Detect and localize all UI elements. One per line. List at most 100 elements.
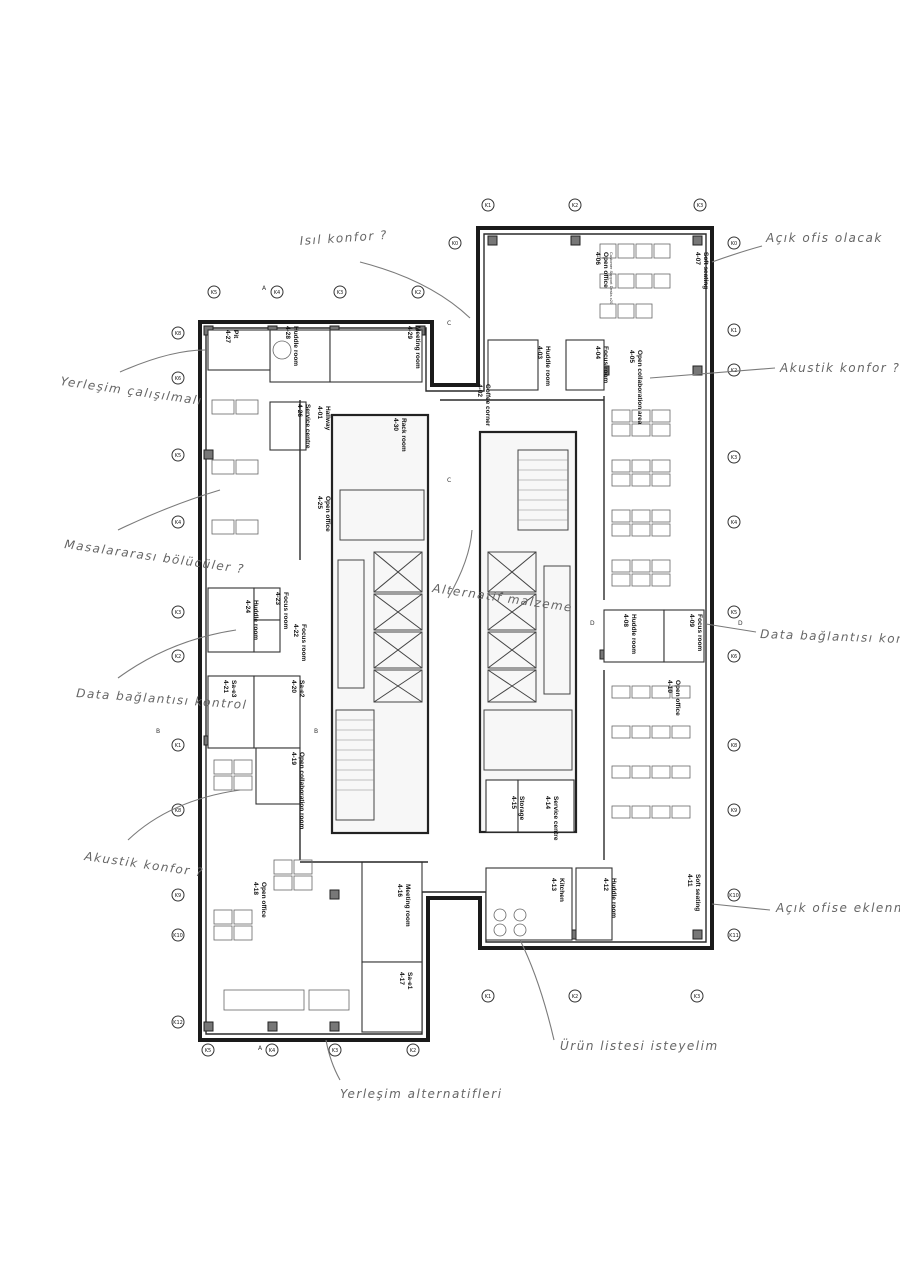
note-desk-dividers: Masalararası bölücüler ? xyxy=(64,537,246,576)
room-4-16-name: Meeting room xyxy=(404,884,411,927)
svg-text:K8: K8 xyxy=(175,331,181,337)
arrow-thermal-comfort xyxy=(359,261,471,319)
svg-text:K5: K5 xyxy=(211,290,217,296)
room-4-14-name: Service centre xyxy=(552,796,559,841)
section-mark-b-inner: B xyxy=(314,728,318,735)
room-4-14-id: 4-14 xyxy=(544,796,551,809)
room-4-04-id: 4-04 xyxy=(594,346,601,359)
room-4-29-id: 4-29 xyxy=(406,326,413,339)
room-4-27-name: Pit xyxy=(232,330,239,339)
room-4-18-name: Open office xyxy=(260,882,267,918)
room-4-20-name: Sa-e2 xyxy=(298,680,305,698)
room-4-18-id: 4-18 xyxy=(252,882,259,895)
svg-text:K8: K8 xyxy=(175,808,181,814)
room-4-10-id: 4-10 xyxy=(666,680,673,693)
arrow-data-connection-right xyxy=(705,623,757,633)
room-4-06-sub: Customer Support Desks x20 xyxy=(609,252,614,305)
svg-text:K3: K3 xyxy=(694,994,700,1000)
section-mark-a-top: A xyxy=(262,285,267,292)
svg-text:K4: K4 xyxy=(731,520,737,526)
svg-text:K9: K9 xyxy=(175,893,181,899)
svg-text:K5: K5 xyxy=(205,1048,211,1054)
svg-text:K2: K2 xyxy=(572,994,578,1000)
room-4-05-name: Open collaboration area xyxy=(636,350,643,425)
note-acoustic-comfort-left: Akustik konfor ? xyxy=(83,849,205,880)
room-4-20-id: 4-20 xyxy=(290,680,297,693)
room-4-28-name: Huddle room xyxy=(292,326,299,366)
room-4-07-id: 4-07 xyxy=(694,252,701,265)
arrow-data-connection-left xyxy=(117,629,237,679)
svg-text:K3: K3 xyxy=(175,610,181,616)
room-4-06-id: 4-06 xyxy=(594,252,601,265)
room-4-13-name: Kitchen xyxy=(558,878,565,902)
svg-text:K8: K8 xyxy=(731,743,737,749)
building-envelope xyxy=(198,226,714,1042)
room-4-15-id: 4-15 xyxy=(510,796,517,809)
room-4-06-name: Open office xyxy=(602,252,609,288)
svg-text:K3: K3 xyxy=(337,290,343,296)
svg-text:K5: K5 xyxy=(731,610,737,616)
room-4-26-name: Service centre xyxy=(304,404,311,449)
section-mark-d-right: D xyxy=(738,620,743,627)
grid-markers: K5 K4 K3 K2 K1 K2 K3 K8 K6 K5 K4 K3 K2 K… xyxy=(171,198,741,1057)
room-4-02-id: 4-02 xyxy=(476,384,483,397)
svg-text:K4: K4 xyxy=(175,520,181,526)
room-4-11-id: 4-11 xyxy=(686,874,693,887)
section-mark-a-bottom: A xyxy=(258,1045,263,1052)
room-4-12-id: 4-12 xyxy=(602,878,609,891)
svg-text:K1: K1 xyxy=(485,994,491,1000)
room-4-13-id: 4-13 xyxy=(550,878,557,891)
room-4-15-name: Storage xyxy=(518,796,525,821)
section-mark-c-mid: C xyxy=(447,477,451,484)
room-4-21-name: Sa-e3 xyxy=(230,680,237,698)
room-4-23-name: Focus room xyxy=(282,592,289,629)
room-4-11-name: Soft seating xyxy=(694,874,701,911)
room-4-25-id: 4-25 xyxy=(316,496,323,509)
room-4-28-id: 4-28 xyxy=(284,326,291,339)
arrow-alternative-material xyxy=(447,529,473,599)
room-4-01-id: 4-01 xyxy=(316,406,323,419)
arrow-desk-dividers xyxy=(117,489,221,531)
svg-text:K10: K10 xyxy=(729,893,739,899)
room-4-27-id: 4-27 xyxy=(224,330,231,343)
arrow-layout-study xyxy=(119,349,206,373)
svg-text:K2: K2 xyxy=(175,654,181,660)
svg-text:K5: K5 xyxy=(175,453,181,459)
note-add-to-open-office: Açık ofise eklenmeli. xyxy=(775,901,900,915)
room-4-29-name: Meeting room xyxy=(414,326,421,369)
room-4-04-name: Focus room xyxy=(602,346,609,383)
room-4-17-id: 4-17 xyxy=(398,972,405,985)
room-4-19-name: Open collaboration room xyxy=(298,752,305,830)
svg-text:K6: K6 xyxy=(175,376,181,382)
room-4-12-name: Huddle room xyxy=(610,878,617,918)
note-product-list: Ürün listesi isteyelim xyxy=(560,1037,719,1053)
room-partitions xyxy=(207,329,705,1033)
room-4-07-name: Soft seating xyxy=(702,252,709,289)
room-4-25-name: Open office xyxy=(324,496,331,532)
room-4-21-id: 4-21 xyxy=(222,680,229,693)
room-4-24-id: 4-24 xyxy=(244,600,251,613)
svg-text:K0: K0 xyxy=(452,241,458,247)
svg-text:K11: K11 xyxy=(729,933,739,939)
furniture xyxy=(211,243,691,1011)
room-4-26-id: 4-26 xyxy=(296,404,303,417)
svg-text:K2: K2 xyxy=(410,1048,416,1054)
room-4-03-name: Huddle room xyxy=(544,346,551,386)
note-data-connection-right: Data bağlantısı kontrolü xyxy=(760,627,900,647)
svg-text:K2: K2 xyxy=(572,203,578,209)
svg-text:K3: K3 xyxy=(697,203,703,209)
room-4-24-name: Huddle room xyxy=(252,600,259,640)
room-4-09-name: Focus room xyxy=(696,614,703,651)
arrow-layout-alternatives xyxy=(325,1039,341,1081)
svg-text:K1: K1 xyxy=(731,328,737,334)
svg-text:K4: K4 xyxy=(274,290,280,296)
svg-text:K2: K2 xyxy=(415,290,421,296)
svg-text:K0: K0 xyxy=(731,241,737,247)
room-4-03-id: 4-03 xyxy=(536,346,543,359)
building-core xyxy=(330,413,578,835)
room-4-22-name: Focus room xyxy=(300,624,307,661)
svg-text:K9: K9 xyxy=(731,808,737,814)
room-4-09-id: 4-09 xyxy=(688,614,695,627)
room-4-08-name: Huddle room xyxy=(630,614,637,654)
